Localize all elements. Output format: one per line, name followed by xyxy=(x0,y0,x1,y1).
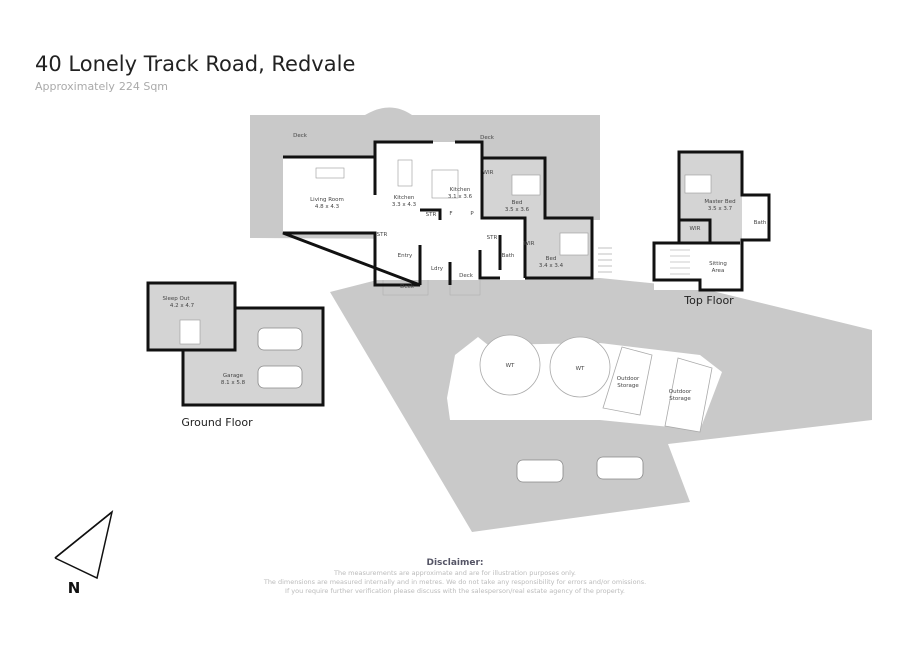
wir-label: WIR xyxy=(483,170,494,176)
bed-1-label: Bed xyxy=(512,200,523,206)
water-tank-label: WT xyxy=(506,363,515,369)
bed-furniture-master xyxy=(684,174,712,194)
main-house-walls xyxy=(282,140,594,287)
disclaimer-line: The measurements are approximate and are… xyxy=(334,569,576,577)
area-prefix: Approximately xyxy=(35,80,115,93)
fridge-label: F xyxy=(449,211,452,217)
sleep-out-dims: 4.2 x 4.7 xyxy=(170,303,195,309)
laundry-label: Ldry xyxy=(431,266,444,272)
disclaimer-line: If you require further verification plea… xyxy=(285,587,625,595)
top-stairs xyxy=(670,249,690,275)
storage-label-2: Storage xyxy=(669,396,691,402)
disclaimer-heading: Disclaimer: xyxy=(426,558,484,568)
wir-label: WIR xyxy=(690,226,701,232)
str-label: STR xyxy=(377,232,388,238)
entry-label: Entry xyxy=(398,253,413,259)
top-floor-label: Top Floor xyxy=(683,294,734,307)
bed-2-label: Bed xyxy=(546,256,557,262)
sitting-label-2: Area xyxy=(712,268,725,274)
garage xyxy=(183,308,323,405)
top-bath xyxy=(742,195,769,240)
bath-label: Bath xyxy=(502,253,515,259)
storage-label: Outdoor xyxy=(617,376,640,382)
sitting-area xyxy=(654,243,740,290)
living-room-dims: 4.8 x 4.3 xyxy=(315,204,340,210)
kitchen-label: Kitchen xyxy=(450,187,471,193)
area-value: 224 Sqm xyxy=(118,80,169,93)
storage-label-2: Storage xyxy=(617,383,639,389)
bed-2-dims: 3.4 x 3.4 xyxy=(539,263,564,269)
garage-label: Garage xyxy=(223,373,244,379)
property-address-title: 40 Lonely Track Road, Redvale xyxy=(35,52,356,76)
bed-furniture-sleepout xyxy=(179,319,201,345)
disclaimer: Disclaimer: The measurements are approxi… xyxy=(240,557,670,596)
str-label: STR xyxy=(426,212,437,218)
water-tank-1 xyxy=(479,334,541,396)
deck-label: Deck xyxy=(293,133,308,139)
kitchen-dims: 3.1 x 3.6 xyxy=(448,194,473,200)
north-label: N xyxy=(68,579,81,597)
deck-label: Deck xyxy=(400,284,415,290)
stairs-outside xyxy=(598,247,612,273)
master-bed-label: Master Bed xyxy=(704,199,735,205)
str-label: STR xyxy=(487,235,498,241)
dining-kitchen-label: Kitchen xyxy=(394,195,415,201)
sitting-label: Sitting xyxy=(709,261,727,267)
water-tank-2 xyxy=(549,336,611,398)
top-floor-walls xyxy=(652,150,771,292)
pantry-label: P xyxy=(470,211,474,217)
living-room-label: Living Room xyxy=(310,197,344,203)
master-bed-dims: 3.5 x 3.7 xyxy=(708,206,733,212)
disclaimer-line: The dimensions are measured internally a… xyxy=(263,578,647,586)
garage-dims: 8.1 x 5.8 xyxy=(221,380,246,386)
ground-floor-label: Ground Floor xyxy=(181,416,253,429)
bed-1-dims: 3.5 x 3.6 xyxy=(505,207,530,213)
garage-cars xyxy=(257,327,644,483)
dining-table xyxy=(397,159,413,187)
north-arrow-icon xyxy=(54,510,114,580)
deck-label: Deck xyxy=(459,273,474,279)
sofa xyxy=(315,167,345,179)
bed-furniture-1 xyxy=(511,174,541,196)
deck-label: Deck xyxy=(480,135,495,141)
storage-label: Outdoor xyxy=(669,389,692,395)
water-tank-label: WT xyxy=(576,366,585,372)
top-bath-label: Bath xyxy=(754,220,767,226)
outdoor-storage-1 xyxy=(602,346,653,416)
wir-label: WIR xyxy=(524,241,535,247)
sleep-out-label: Sleep Out xyxy=(163,296,191,302)
dining-kitchen-dims: 3.3 x 4.3 xyxy=(392,202,417,208)
bed-furniture-2 xyxy=(559,232,589,256)
kitchen-island xyxy=(431,169,459,199)
outdoor-storage-2 xyxy=(664,357,713,433)
ground-floor-walls xyxy=(146,281,325,407)
